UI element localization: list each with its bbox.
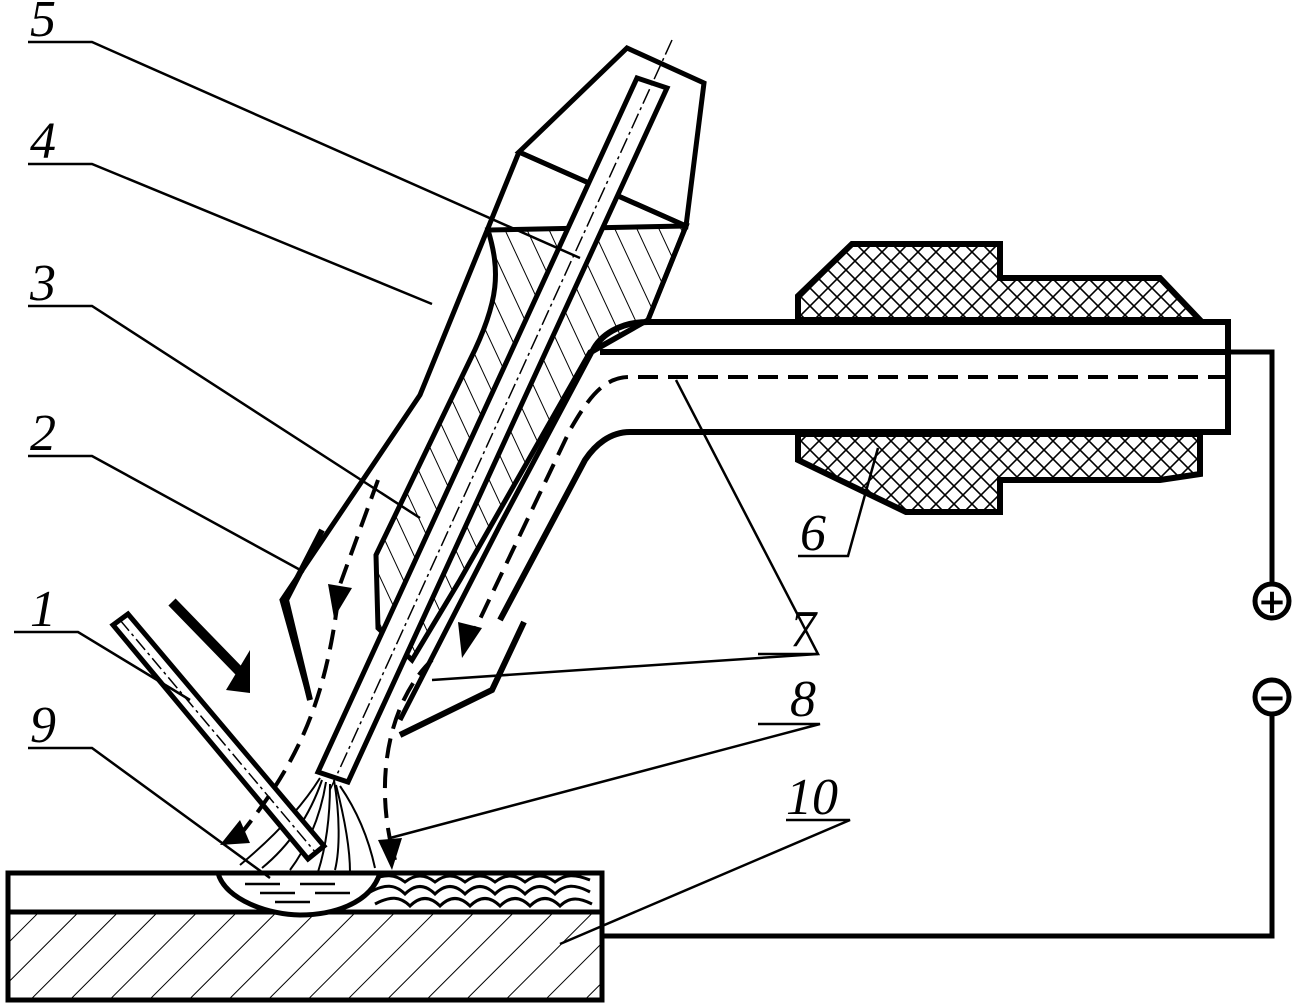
gas-flow <box>238 375 1228 861</box>
insulating-grip <box>795 241 1207 515</box>
filler-feed-arrowhead <box>226 650 250 693</box>
leader-lines <box>14 40 880 946</box>
gas-flow-arrowhead <box>458 622 482 658</box>
filler-feed-arrow <box>168 598 244 676</box>
label-3: 3 <box>29 255 56 312</box>
positive-terminal <box>1252 581 1292 621</box>
label-8: 8 <box>790 671 816 728</box>
weld-bead <box>369 874 593 909</box>
label-2: 2 <box>30 405 56 462</box>
negative-terminal <box>1252 677 1292 717</box>
filler-rod <box>109 610 328 863</box>
label-10: 10 <box>786 769 838 826</box>
weld-pool <box>214 870 384 918</box>
positive-terminal-sign: + <box>1258 582 1287 622</box>
label-7: 7 <box>790 601 818 658</box>
gas-flow-arrowhead <box>220 820 250 845</box>
label-9: 9 <box>30 697 56 754</box>
label-4: 4 <box>30 113 56 170</box>
electric-circuit <box>602 349 1275 939</box>
tungsten-electrode <box>314 39 673 791</box>
label-5: 5 <box>30 0 56 48</box>
labels: 5 4 3 2 1 9 6 7 8 10 <box>29 0 838 826</box>
gas-nozzle <box>282 528 527 738</box>
gas-flow-arrowhead <box>328 584 352 618</box>
gas-flow-arrowhead <box>378 838 402 870</box>
negative-terminal-sign: − <box>1258 678 1287 718</box>
label-1: 1 <box>30 581 56 638</box>
label-6: 6 <box>800 505 826 562</box>
